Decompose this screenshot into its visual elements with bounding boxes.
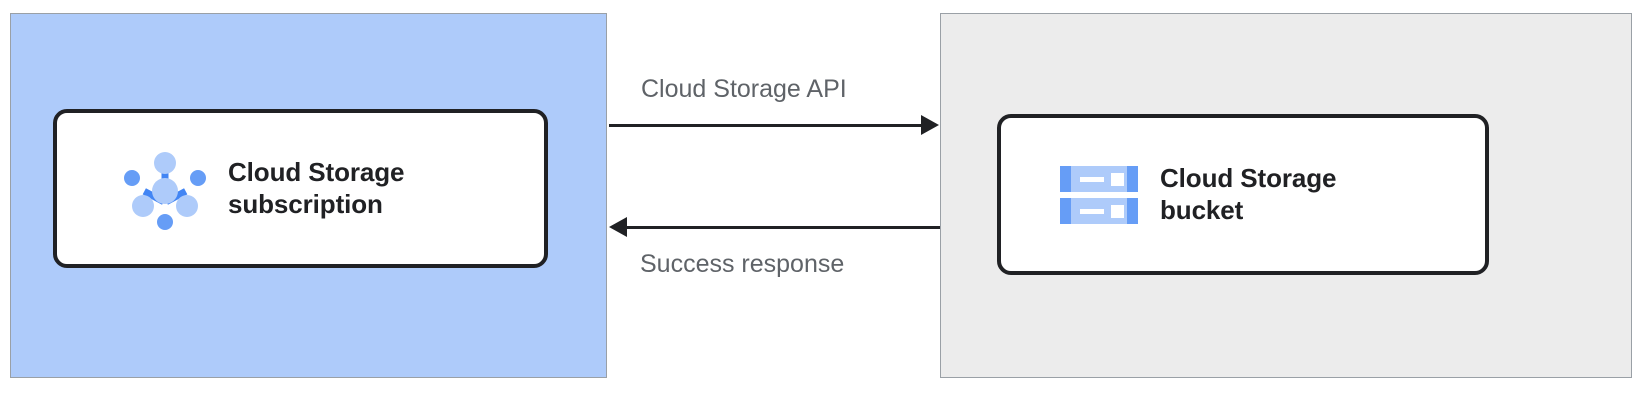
request-connector-label: Cloud Storage API <box>641 75 847 103</box>
node-cloud-storage-subscription[interactable]: Cloud Storage subscription <box>53 109 548 268</box>
node-cloud-storage-bucket[interactable]: Cloud Storage bucket <box>997 114 1489 275</box>
response-connector-line <box>627 226 940 229</box>
node-label-subscription: Cloud Storage subscription <box>228 156 405 219</box>
node-label-bucket: Cloud Storage bucket <box>1160 162 1337 225</box>
request-connector-arrowhead-icon <box>921 115 939 135</box>
response-connector-arrowhead-icon <box>609 217 627 237</box>
request-connector-line <box>609 124 921 127</box>
response-connector-label: Success response <box>640 250 845 278</box>
pubsub-subscription-icon <box>124 151 206 230</box>
cloud-storage-bucket-icon <box>1060 165 1138 224</box>
